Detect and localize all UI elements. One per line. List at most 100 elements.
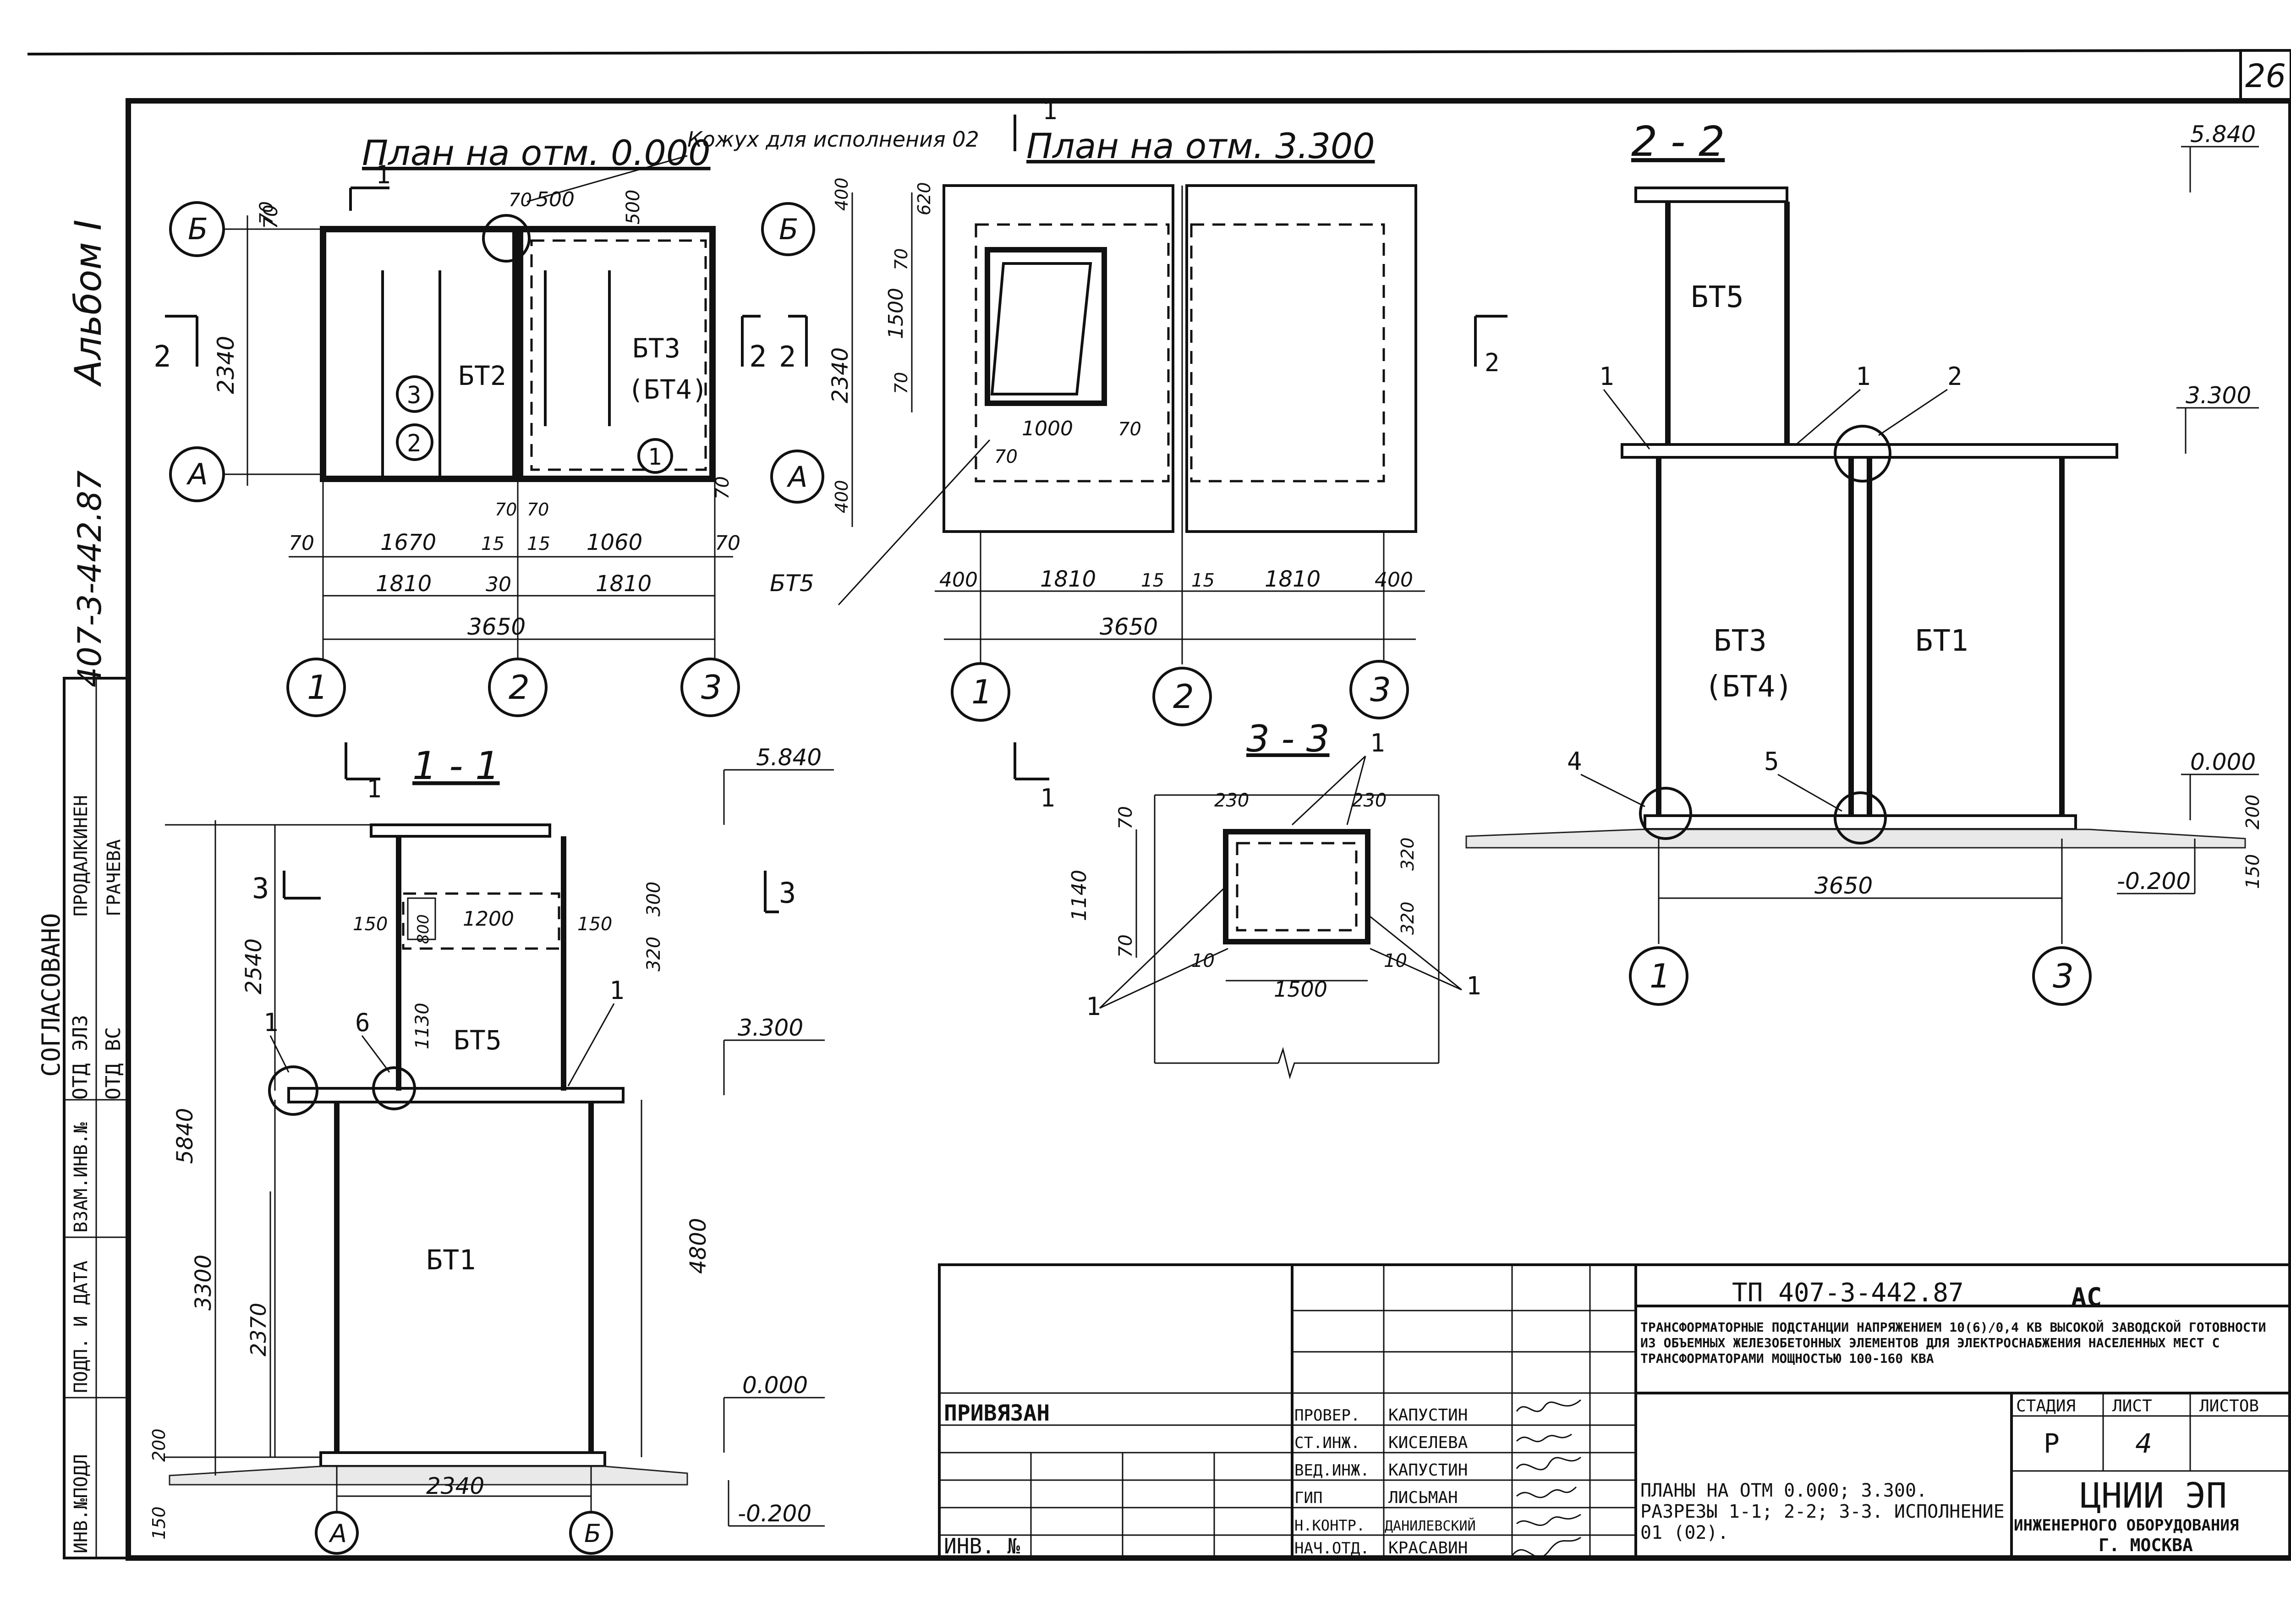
plan-3300-title: План на отм. 3.300 (1026, 126, 1375, 166)
approval-row-3: ПРОДАЛКИНЕН (71, 795, 92, 916)
plan-3300-dim-b-400b: 400 (1375, 568, 1413, 592)
plan-3-300: 1 План на отм. 3.300 БТ5 Б А 400 620 70 … (761, 96, 1507, 726)
doc-mark: АС (2071, 1283, 2102, 1312)
plan-0-dim-top-70b: 70 (509, 190, 532, 211)
org-city: Г. МОСКВА (2099, 1535, 2193, 1555)
sec11-dim-2540: 2540 (241, 938, 267, 994)
plan-0-dim-b2-1810a: 1810 (376, 571, 432, 597)
plan-3300-dim-70c: 70 (1118, 419, 1141, 440)
plan-3300-section-mark: 1 (1042, 96, 1058, 125)
sec11-callout-6: 6 (355, 1008, 370, 1037)
sheet-value: 4 (2135, 1428, 2152, 1459)
sec11-dim-800: 800 (414, 914, 433, 944)
plan-3300-block-bt5: БТ5 (770, 570, 814, 597)
plan-0-dim-right-70: 70 (712, 476, 733, 499)
plan-3300-dim-70d: 70 (994, 446, 1018, 467)
plan-0-section-2-right: 2 (749, 340, 767, 374)
plan-0-dim-top-500b: 500 (623, 190, 644, 225)
sec33-callout-1-left: 1 (1086, 992, 1101, 1021)
sec22-level-minus0200: -0.200 (2117, 868, 2191, 894)
sec11-dim-2340: 2340 (426, 1473, 484, 1499)
sec11-callout-1b: 1 (609, 976, 625, 1005)
plan-3300-dim-b-400a: 400 (939, 568, 978, 592)
sec22-axis-1: 1 (1650, 957, 1671, 995)
plan-3300-axis-a: А (786, 460, 807, 494)
org-name: ЦНИИ ЭП (2080, 1475, 2227, 1516)
sec22-dim-200: 200 (2242, 795, 2264, 829)
sec11-level-0000: 0.000 (742, 1372, 808, 1399)
sec11-section-3-right: 3 (779, 876, 796, 910)
signer-role-4: ГИП (1294, 1489, 1322, 1507)
plan-3300-section-2-left: 2 (779, 340, 796, 373)
plan-0-dim-b1-15b: 15 (527, 533, 550, 554)
section-1-1: 1 1 - 1 150 1200 150 800 1130 БТ5 БТ1 1 … (149, 742, 834, 1555)
plan-0-axis-1: 1 (307, 668, 328, 707)
sec11-dim-300: 300 (643, 882, 664, 916)
signer-role-6: НАЧ.ОТД. (1294, 1539, 1370, 1558)
plan-0-dim-left-70: 70 (259, 205, 282, 229)
doc-code: ТП 407-3-442.87 (1732, 1278, 1964, 1308)
signer-name-1: КАПУСТИН (1388, 1406, 1468, 1425)
sec11-section-3-left: 3 (252, 872, 269, 905)
plan-3300-dim-b-1810b: 1810 (1265, 566, 1321, 592)
plan-0-axis-2: 2 (509, 668, 530, 707)
sec11-axis-a: А (329, 1519, 347, 1548)
sec33-dim-320a: 320 (1398, 837, 1418, 871)
plan-0-dim-top-500a: 500 (536, 188, 575, 211)
plan-0-axis-3: 3 (701, 668, 722, 707)
sec33-section-mark: 1 (1040, 784, 1055, 812)
sec22-level-0000: 0.000 (2190, 749, 2256, 775)
plan-0-dim-b1-70: 70 (289, 532, 314, 555)
sec22-level-3300: 3.300 (2186, 382, 2251, 409)
plan-3300-dim-620: 620 (914, 182, 934, 215)
sec11-dim-1130: 1130 (412, 1003, 433, 1049)
plan-3300-dim-b-15a: 15 (1141, 570, 1164, 591)
sec33-callout-1-right: 1 (1466, 971, 1481, 1000)
plan-0-block-bt2: БТ2 (458, 360, 506, 391)
sec11-section-mark: 1 (367, 774, 382, 803)
sec11-title: 1 - 1 (412, 743, 500, 788)
plan-0-dim-b1-1060: 1060 (586, 530, 642, 555)
sec11-dim-150b: 150 (577, 914, 612, 935)
album-label: Альбом I (67, 219, 110, 387)
approval-row-4: ГРАЧЕВА (104, 839, 125, 916)
plan-3300-dim-400a: 400 (832, 177, 852, 211)
sec11-dim-4800: 4800 (685, 1218, 711, 1274)
plan-0-dim-b1-1670: 1670 (380, 530, 436, 555)
sec22-dim-3650: 3650 (1814, 872, 1873, 899)
plan-0-section-2-left: 2 (153, 340, 171, 374)
approval-column: СОГЛАСОВАНО ОТД ЭЛЗ ОТД ВС ПРОДАЛКИНЕН Г… (37, 677, 130, 1559)
plan-0-dim-b2-1810b: 1810 (596, 571, 652, 597)
sec33-dim-230b: 230 (1352, 790, 1387, 811)
stamp-inv-orig: ИНВ.№ПОДЛ (71, 1454, 92, 1553)
plan-0-block-bt3: БТ3 (632, 333, 680, 364)
plan-0-000: План на отм. 0.000 Кожух для исполнения … (153, 127, 979, 717)
sec11-dim-5840: 5840 (172, 1108, 198, 1164)
plan-3300-section-2-right: 2 (1485, 348, 1500, 377)
sec22-callout-1b: 1 (1856, 362, 1871, 391)
plan-0-dim-b1-70a: 70 (495, 499, 517, 520)
sec11-level-minus0200: -0.200 (738, 1500, 811, 1527)
title-block: ПРИВЯЗАН ИНВ. № ТП 407-3-442.87 АС ТРАНС… (938, 1263, 2291, 1559)
sec33-dim-70b: 70 (1115, 934, 1136, 958)
plan-0-marker-3: 3 (407, 382, 421, 409)
plan-3300-dim-total: 3650 (1100, 614, 1158, 640)
page-number: 26 (2245, 57, 2286, 95)
section-3-3: 1 3 - 3 1 1 1 230 230 70 1140 70 320 320… (1014, 718, 1481, 1080)
sec22-dim-150: 150 (2242, 854, 2264, 889)
sec22-callout-2: 2 (1947, 362, 1962, 391)
sec33-dim-1140: 1140 (1068, 870, 1091, 921)
plan-0-block-bt4: (БТ4) (628, 374, 708, 405)
approval-row-1: ОТД ЭЛЗ (69, 1015, 92, 1100)
plan-0-dim-b1-70c: 70 (715, 532, 740, 555)
signer-role-5: Н.КОНТР. (1294, 1517, 1365, 1534)
approval-row-2: ОТД ВС (102, 1027, 125, 1100)
sec11-dim-1200: 1200 (463, 907, 514, 931)
sec11-dim-320: 320 (643, 937, 664, 971)
sec11-axis-b: Б (584, 1519, 601, 1548)
sec11-dim-3300: 3300 (191, 1255, 216, 1311)
project-code-side: 407-3-442.87 (71, 470, 109, 687)
stage-value: Р (2044, 1428, 2060, 1459)
plan-3300-axis-1: 1 (971, 673, 992, 711)
